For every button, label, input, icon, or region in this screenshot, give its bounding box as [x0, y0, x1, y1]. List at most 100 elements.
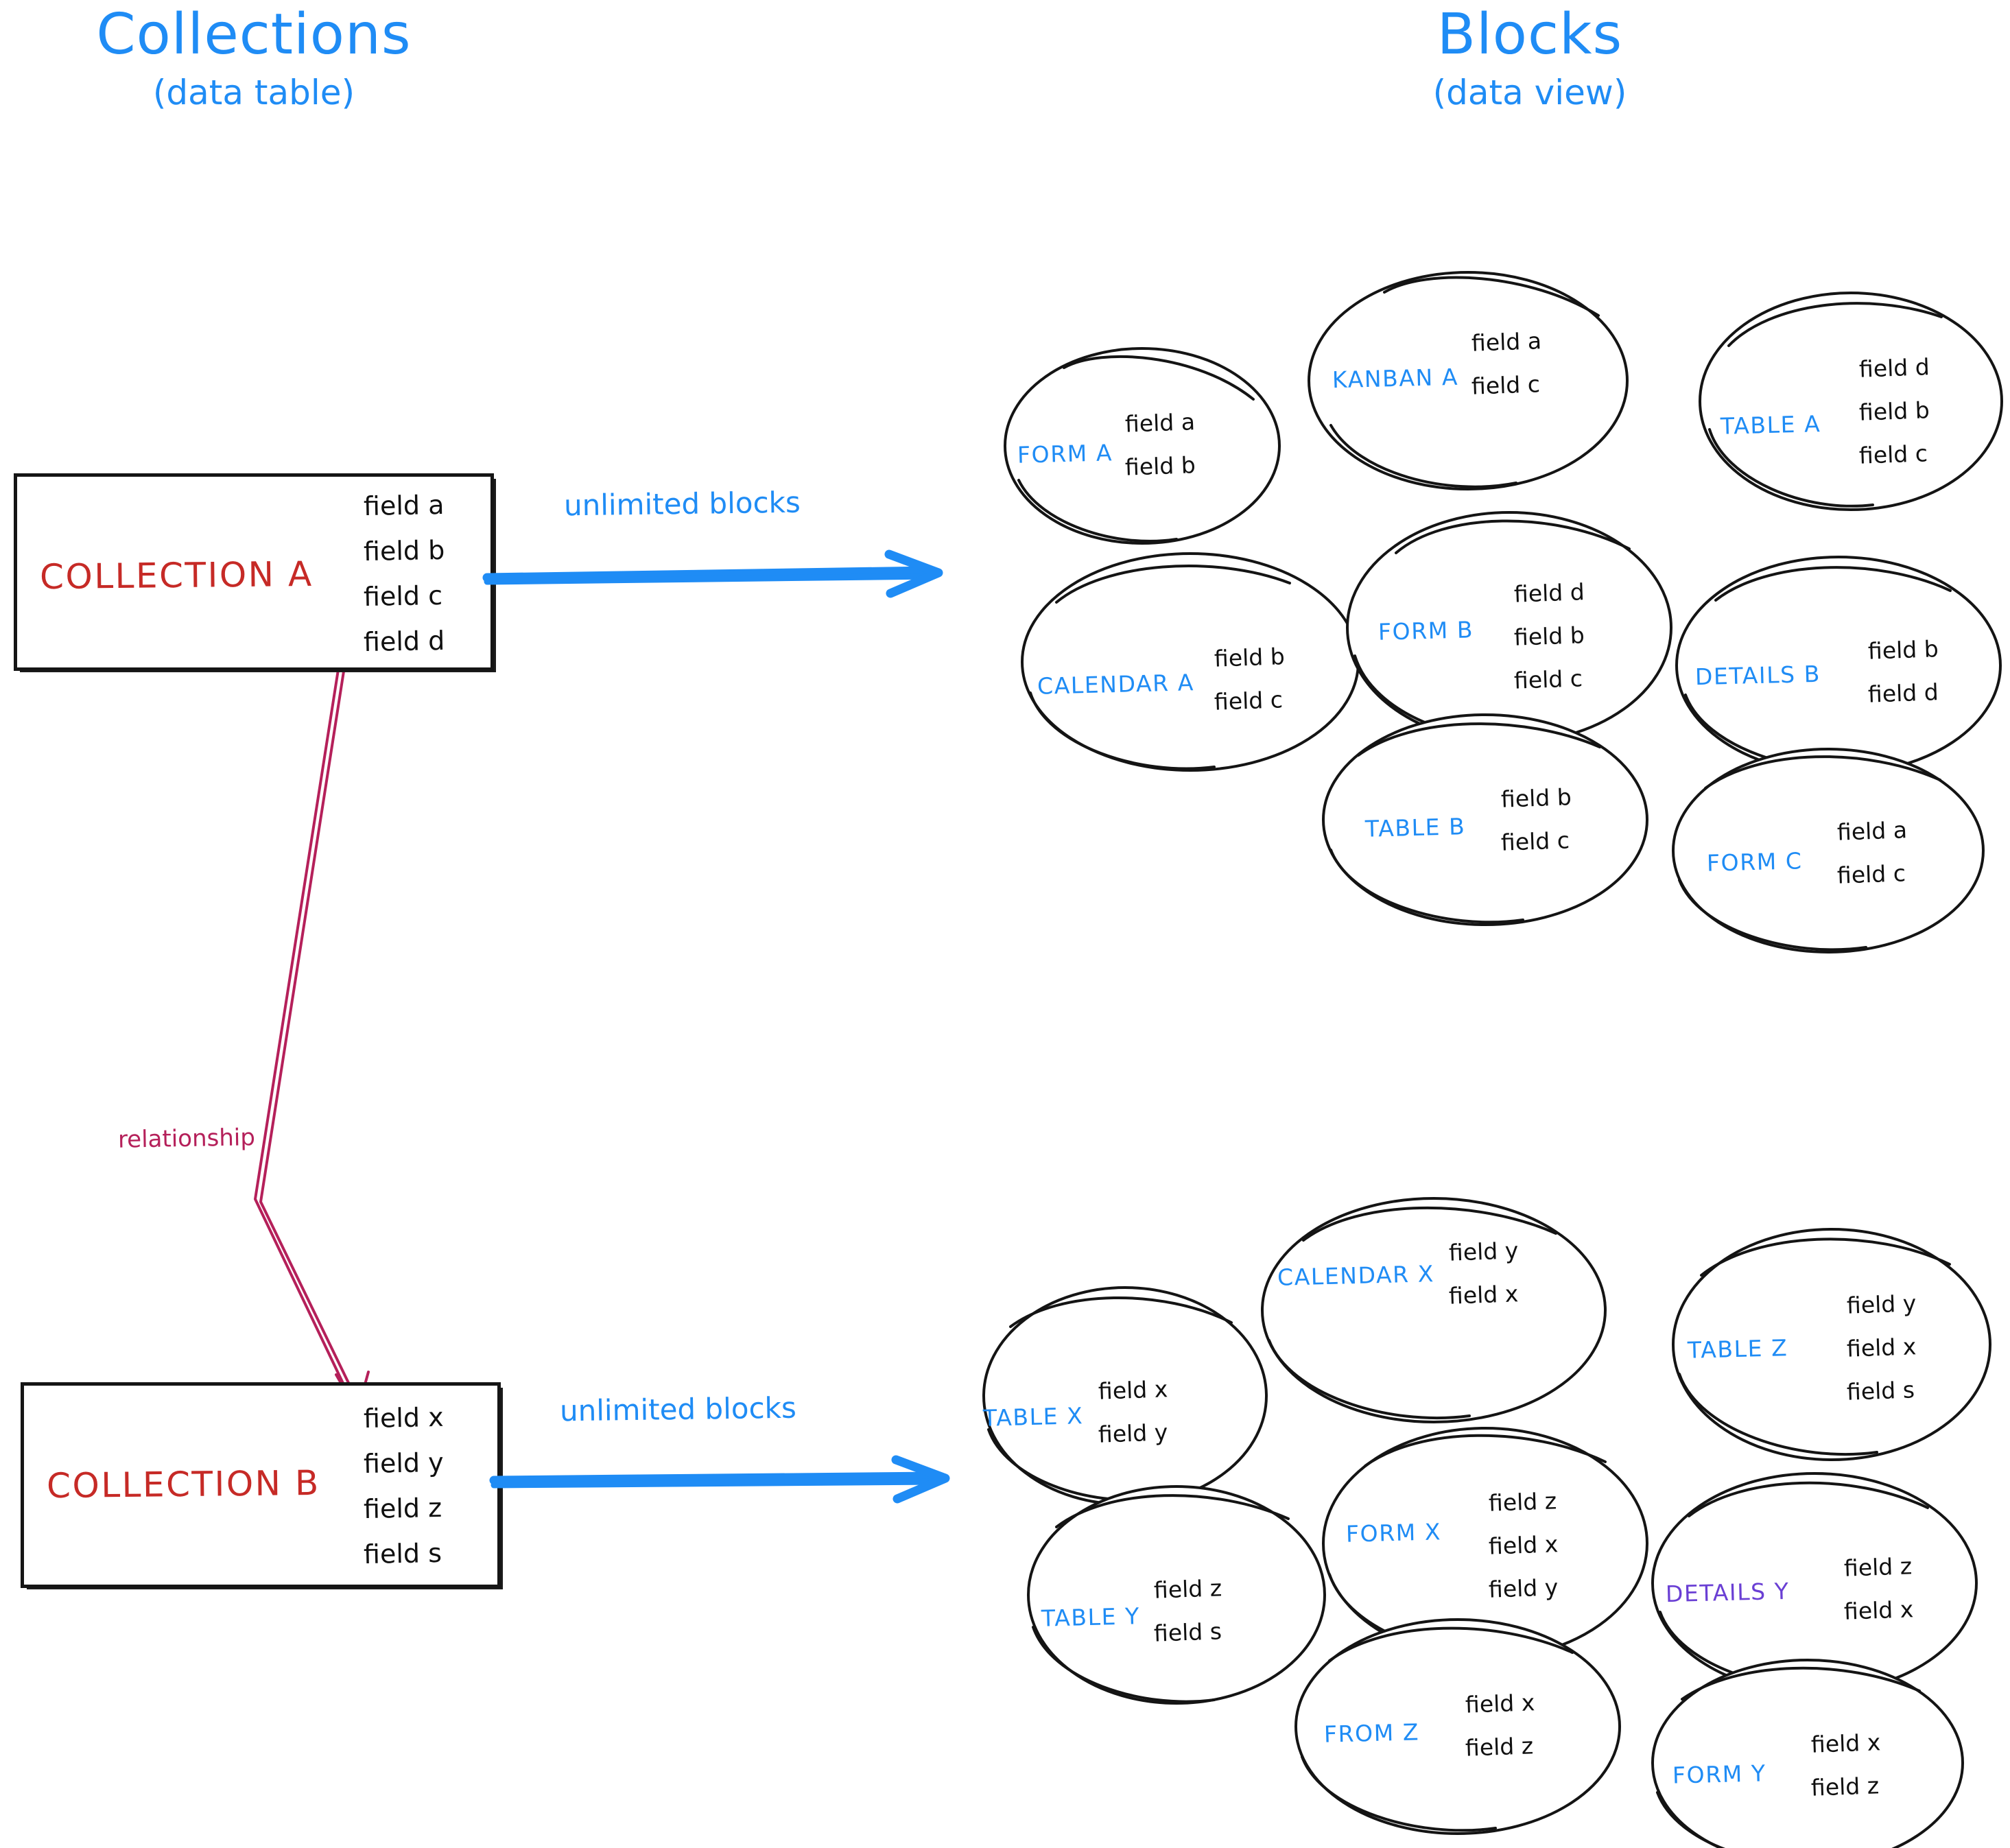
block-field-1: field x	[1488, 1530, 1559, 1560]
collection-a-field-1: field b	[363, 534, 445, 567]
block-field-0: field z	[1843, 1552, 1913, 1582]
block-table-b[interactable]: TABLE B field b field c	[1317, 710, 1653, 929]
block-field-1: field d	[1867, 678, 1939, 708]
block-fields: field x field z	[1465, 1689, 1535, 1762]
block-label: KANBAN A	[1332, 363, 1459, 394]
ellipse-outline	[1699, 292, 2003, 511]
block-field-1: field x	[1843, 1596, 1914, 1625]
block-field-1: field y	[1098, 1419, 1168, 1448]
block-fields: field x field z	[1810, 1729, 1881, 1801]
block-field-0: field x	[1810, 1729, 1881, 1758]
block-fields: field b field c	[1214, 643, 1286, 715]
relationship-label: relationship	[117, 1124, 256, 1154]
block-fields: field z field s	[1153, 1574, 1222, 1647]
collection-a-field-2: field c	[363, 580, 443, 613]
collection-b-field-1: field y	[363, 1447, 444, 1480]
block-table-x[interactable]: TABLE X field x field y	[978, 1283, 1273, 1509]
ellipse-outline	[1004, 347, 1281, 545]
block-details-y[interactable]: DETAILS Y field z field x	[1646, 1468, 1983, 1698]
block-field-1: field c	[1214, 686, 1284, 715]
ellipse-outline	[1294, 1618, 1621, 1835]
block-field-1: field x	[1448, 1280, 1519, 1310]
collection-box-a[interactable]	[14, 473, 494, 671]
collection-b-fields: field x field y field z field s	[363, 1401, 444, 1570]
block-fields: field a field c	[1836, 816, 1907, 889]
ellipse-outline	[1672, 748, 1985, 953]
ellipse-outline	[1651, 1472, 1978, 1694]
block-field-1: field c	[1471, 370, 1541, 400]
block-label: TABLE A	[1720, 410, 1821, 440]
heading-blocks: Blocks (data view)	[1317, 7, 1742, 110]
block-field-1: field x	[1846, 1333, 1917, 1362]
block-form-c[interactable]: FORM C field a field c	[1667, 744, 1989, 957]
block-field-1: field z	[1465, 1732, 1534, 1762]
block-fields: field a field b	[1124, 408, 1196, 481]
block-fields: field b field c	[1500, 783, 1572, 856]
block-field-0: field z	[1153, 1574, 1222, 1604]
collection-b-name: COLLECTION B	[46, 1462, 321, 1506]
block-table-z[interactable]: TABLE Z field y field x field s	[1667, 1224, 1996, 1465]
block-fields: field a field c	[1471, 327, 1542, 400]
block-label: FORM X	[1345, 1518, 1442, 1548]
block-form-a[interactable]: FORM A field a field b	[998, 343, 1286, 549]
collection-b-field-0: field x	[363, 1401, 444, 1434]
block-field-2: field c	[1513, 665, 1583, 694]
block-field-0: field b	[1867, 635, 1939, 665]
block-table-a[interactable]: TABLE A field d field b field c	[1694, 288, 2010, 514]
relationship-connector	[254, 661, 370, 1413]
block-label: FORM C	[1706, 847, 1803, 877]
block-field-1: field s	[1153, 1618, 1222, 1647]
ellipse-outline	[982, 1286, 1268, 1506]
block-fields: field x field y	[1098, 1375, 1168, 1448]
block-kanban-a[interactable]: KANBAN A field a field c	[1303, 268, 1633, 494]
block-form-y[interactable]: FORM Y field x field z	[1646, 1657, 1969, 1848]
block-fields: field y field x	[1448, 1237, 1519, 1310]
block-label: DETAILS B	[1694, 660, 1821, 691]
block-label: CALENDAR X	[1277, 1260, 1435, 1291]
heading-collections-subtitle: (data table)	[152, 73, 355, 112]
unlimited-blocks-arrow-b	[489, 1455, 950, 1504]
block-field-0: field a	[1124, 408, 1196, 438]
block-label: DETAILS Y	[1665, 1577, 1790, 1608]
heading-blocks-title: Blocks	[1436, 2, 1623, 67]
block-label: TABLE Y	[1041, 1602, 1141, 1632]
block-field-0: field b	[1500, 783, 1572, 813]
block-field-2: field s	[1846, 1376, 1915, 1406]
collection-a-field-3: field d	[363, 625, 445, 658]
block-label: TABLE X	[982, 1402, 1084, 1432]
block-fields: field z field x field y	[1488, 1487, 1559, 1603]
block-fields: field d field b field c	[1513, 578, 1585, 694]
block-calendar-a[interactable]: CALENDAR A field b field c	[1015, 549, 1365, 775]
block-label: FORM B	[1378, 616, 1474, 645]
block-field-0: field a	[1471, 327, 1542, 357]
unlimited-blocks-label-b: unlimited blocks	[559, 1390, 797, 1428]
block-field-0: field y	[1448, 1237, 1519, 1266]
block-label: TABLE Z	[1687, 1334, 1788, 1364]
block-field-1: field z	[1810, 1772, 1880, 1801]
block-field-0: field z	[1488, 1487, 1557, 1517]
block-field-1: field c	[1836, 860, 1906, 889]
block-from-z[interactable]: FROM Z field x field z	[1290, 1615, 1626, 1842]
block-field-0: field y	[1846, 1290, 1917, 1319]
block-field-1: field b	[1124, 451, 1196, 481]
collection-a-fields: field a field b field c field d	[363, 490, 445, 658]
block-fields: field b field d	[1867, 635, 1939, 708]
block-label: FORM Y	[1672, 1760, 1767, 1789]
block-table-y[interactable]: TABLE Y field z field s	[1022, 1482, 1331, 1708]
block-field-1: field c	[1500, 827, 1570, 856]
ellipse-outline	[1322, 713, 1648, 926]
block-field-2: field y	[1488, 1574, 1559, 1603]
block-calendar-x[interactable]: CALENDAR X field y field x	[1255, 1194, 1612, 1427]
ellipse-outline	[1308, 271, 1629, 490]
unlimited-blocks-arrow-a	[482, 549, 943, 598]
block-label: FROM Z	[1323, 1718, 1420, 1748]
block-label: FORM A	[1017, 439, 1113, 469]
block-field-0: field d	[1513, 578, 1585, 608]
collection-b-field-3: field s	[363, 1537, 442, 1570]
ellipse-outline	[1021, 552, 1360, 772]
block-label: TABLE B	[1364, 813, 1466, 842]
collection-b-field-2: field z	[363, 1492, 442, 1525]
block-field-0: field b	[1214, 643, 1286, 672]
collection-box-b[interactable]	[21, 1382, 501, 1588]
